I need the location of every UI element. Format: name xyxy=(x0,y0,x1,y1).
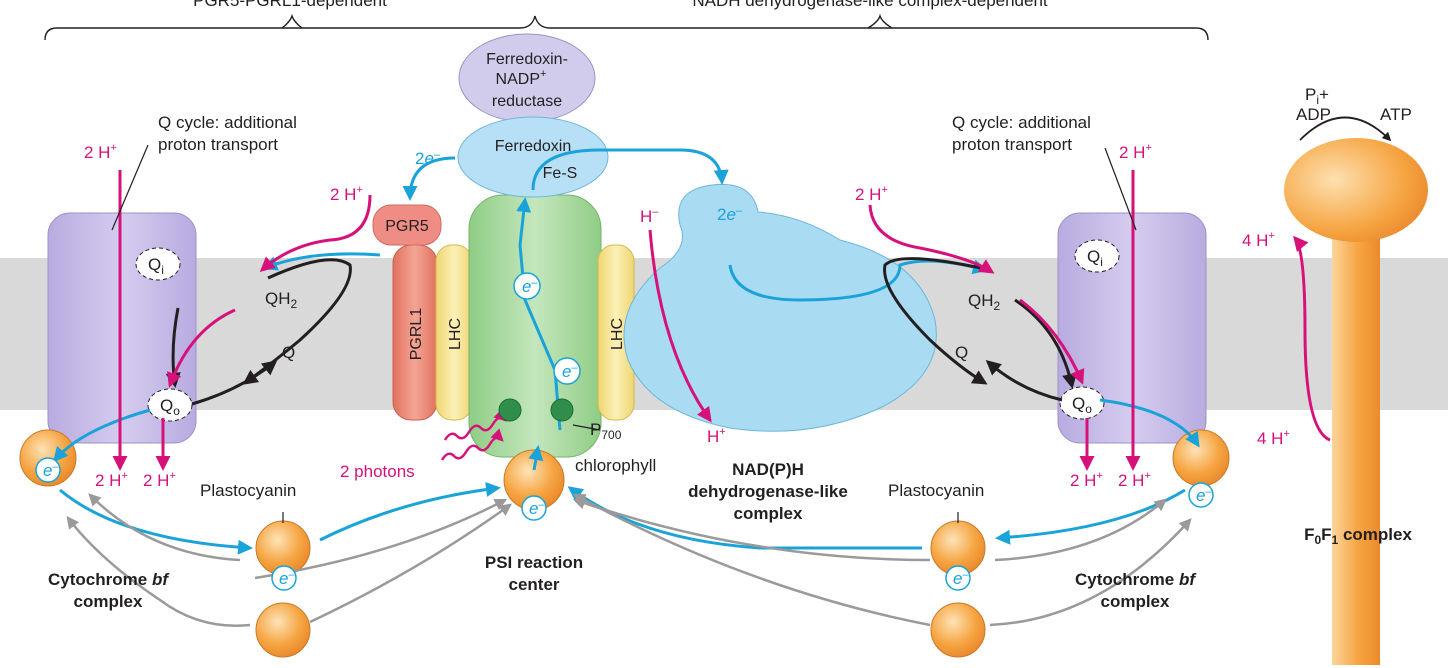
pgr5-protein xyxy=(372,204,442,246)
psi-reaction-center-label-line1: PSI reaction xyxy=(485,553,583,572)
fes-cluster-label: Fe-S xyxy=(543,165,578,182)
cytochrome-bf-complex-left xyxy=(47,212,197,444)
lhc-left-label: LHC xyxy=(447,318,464,350)
lhc-right-label: LHC xyxy=(609,318,626,350)
electron-psi-lower: e– xyxy=(562,362,578,381)
proton-4h-top: 4 H+ xyxy=(1242,230,1275,250)
proton-2h-left-bottom-a: 2 H+ xyxy=(95,470,128,490)
fnr-label-line1: Ferredoxin- xyxy=(486,51,568,68)
adp-label: ADP xyxy=(1296,105,1331,124)
qh2-right: QH2 xyxy=(968,291,1001,313)
plastocyanin-left-label: Plastocyanin xyxy=(200,481,296,500)
qi-site-right: Qi xyxy=(1087,247,1103,269)
proton-2h-pgr5: 2 H+ xyxy=(330,184,363,204)
pgr5-label: PGR5 xyxy=(385,218,429,235)
q-right: Q xyxy=(955,343,968,362)
qh2-left: QH2 xyxy=(265,289,298,311)
proton-2h-left-top: 2 H+ xyxy=(84,142,117,162)
pi-label: Pi+ xyxy=(1305,85,1329,107)
chlorophyll-icon xyxy=(498,398,574,422)
atp-label: ATP xyxy=(1380,105,1412,124)
quinone-cycle-icon xyxy=(165,257,1077,406)
q-left: Q xyxy=(282,343,295,362)
cytochrome-bf-right-label-line2: complex xyxy=(1101,592,1171,611)
cytochrome-bf-right-label-line1: Cytochrome bf xyxy=(1075,570,1197,589)
plastocyanin-right-label: Plastocyanin xyxy=(888,481,984,500)
electron-flow-paths xyxy=(53,148,1200,555)
proton-4h-bottom: 4 H+ xyxy=(1257,428,1290,448)
proton-ndh-lumen: H+ xyxy=(707,426,726,446)
proton-arrow-icon xyxy=(112,170,1331,471)
header-ndh-dependent: NADH dehydrogenase-like complex-dependen… xyxy=(692,0,1048,10)
cytochrome-bf-left-label-line2: complex xyxy=(74,592,144,611)
ndh-label-line2: dehydrogenase-like xyxy=(688,482,848,501)
proton-2h-ndh: 2 H+ xyxy=(855,184,888,204)
atp-synthase xyxy=(1284,138,1428,665)
electron-cyt-left: e– xyxy=(43,461,59,480)
leader-lines xyxy=(111,144,1137,523)
electron-psi-upper: e– xyxy=(522,277,538,296)
return-paths xyxy=(66,493,1192,627)
photon-wave-icon xyxy=(440,408,507,461)
qo-site-right: Qo xyxy=(1072,394,1092,416)
fnr-label-line3: reductase xyxy=(492,93,562,110)
atp-synthesis-arrow xyxy=(1299,116,1392,142)
q-cycle-left-line1: Q cycle: additional xyxy=(158,113,297,132)
electron-psi-donor: e– xyxy=(529,499,545,518)
photons-label: 2 photons xyxy=(340,462,415,481)
hydride-ndh: H– xyxy=(640,206,659,226)
qi-site-left: Qi xyxy=(148,255,164,277)
proton-2h-left-bottom-b: 2 H+ xyxy=(143,470,176,490)
ndh-label-line3: complex xyxy=(734,504,804,523)
proton-2h-right-top: 2 H+ xyxy=(1119,142,1152,162)
ndh-label-line1: NAD(P)H xyxy=(732,460,804,479)
qo-site-left: Qo xyxy=(160,396,180,418)
ndh-complex xyxy=(623,183,937,432)
electron-plastocyanin-left: e– xyxy=(279,569,295,588)
header-braces xyxy=(44,13,1209,41)
header-pgr5-dependent: PGR5-PGRL1-dependent xyxy=(193,0,387,10)
ferredoxin-label: Ferredoxin xyxy=(495,138,571,155)
pgrl1-label: PGRL1 xyxy=(408,308,425,361)
p700-label: P700 xyxy=(590,420,622,442)
psi-reaction-center-label-line2: center xyxy=(508,575,559,594)
q-cycle-right-line1: Q cycle: additional xyxy=(952,113,1091,132)
chlorophyll-label: chlorophyll xyxy=(575,456,656,475)
two-electrons-ndh: 2e– xyxy=(717,205,743,224)
proton-2h-right-bottom-a: 2 H+ xyxy=(1070,470,1103,490)
f0f1-complex-label: F0F1 complex xyxy=(1304,525,1412,547)
q-cycle-left-line2: proton transport xyxy=(158,135,278,154)
cytochrome-bf-left-label-line1: Cytochrome bf xyxy=(48,570,170,589)
fnr-label-line2: NADP+ xyxy=(496,68,547,88)
two-electrons-pgr5: 2e– xyxy=(415,149,441,168)
electron-markers xyxy=(35,272,1214,591)
electron-plastocyanin-right: e– xyxy=(953,569,969,588)
electron-cyt-right: e– xyxy=(1196,486,1212,505)
q-cycle-right-line2: proton transport xyxy=(952,135,1072,154)
proton-2h-right-bottom-b: 2 H+ xyxy=(1118,470,1151,490)
ferredoxin-protein xyxy=(457,116,609,198)
